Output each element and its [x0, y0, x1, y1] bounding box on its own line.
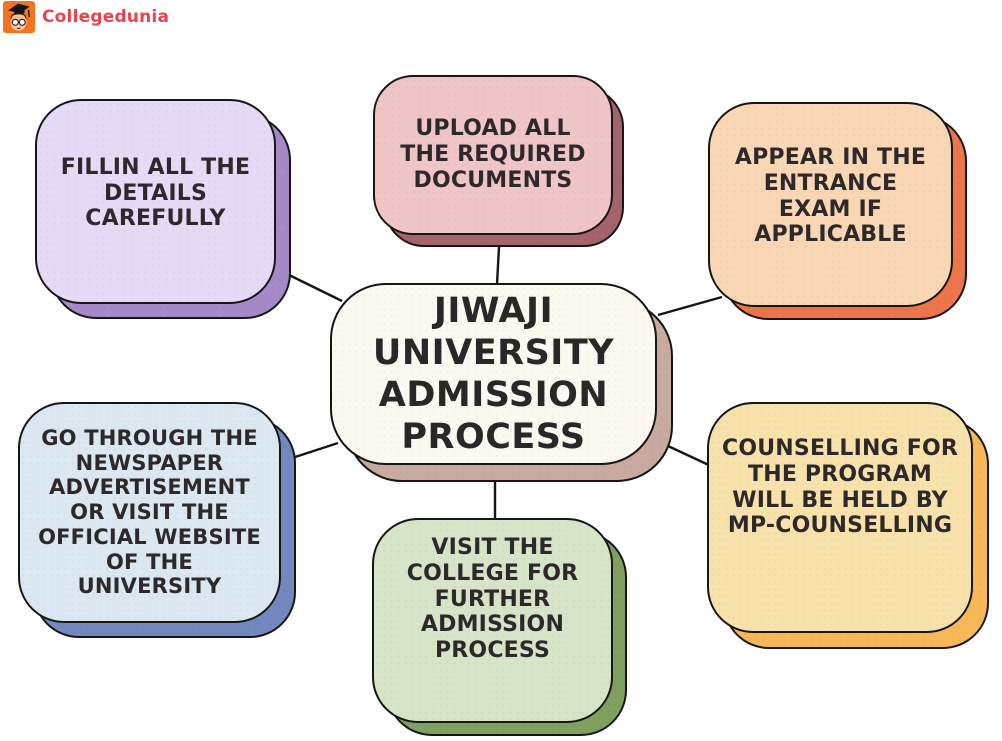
node-label: GO THROUGH THE NEWSPAPER ADVERTISEMENT O…	[38, 425, 261, 599]
node-label: VISIT THE COLLEGE FOR FURTHER ADMISSION …	[406, 534, 579, 664]
diagram-title: JIWAJI UNIVERSITY ADMISSION PROCESS	[372, 291, 615, 457]
connector-entrance-exam	[657, 295, 723, 317]
process-node-fill-details: FILLIN ALL THE DETAILS CAREFULLY	[35, 99, 291, 319]
node-card: FILLIN ALL THE DETAILS CAREFULLY	[35, 99, 276, 304]
process-node-visit-college: VISIT THE COLLEGE FOR FURTHER ADMISSION …	[372, 518, 627, 736]
brand-logo: Collegedunia	[3, 1, 169, 33]
connector-newspaper-website	[288, 441, 339, 461]
node-card: GO THROUGH THE NEWSPAPER ADVERTISEMENT O…	[18, 402, 281, 623]
center-node: JIWAJI UNIVERSITY ADMISSION PROCESS	[330, 283, 673, 482]
node-card: COUNSELLING FOR THE PROGRAM WILL BE HELD…	[707, 402, 973, 633]
brand-name: Collegedunia	[42, 7, 170, 27]
node-card: JIWAJI UNIVERSITY ADMISSION PROCESS	[330, 283, 657, 465]
node-label: UPLOAD ALL THE REQUIRED DOCUMENTS	[400, 116, 586, 193]
node-label: FILLIN ALL THE DETAILS CAREFULLY	[60, 154, 251, 232]
node-label: COUNSELLING FOR THE PROGRAM WILL BE HELD…	[721, 435, 959, 539]
node-card: VISIT THE COLLEGE FOR FURTHER ADMISSION …	[372, 518, 613, 723]
node-card: UPLOAD ALL THE REQUIRED DOCUMENTS	[373, 75, 613, 235]
graduate-student-icon	[3, 1, 35, 33]
node-label: APPEAR IN THE ENTRANCE EXAM IF APPLICABL…	[734, 144, 927, 248]
process-node-newspaper-website: GO THROUGH THE NEWSPAPER ADVERTISEMENT O…	[18, 402, 296, 638]
process-node-upload-documents: UPLOAD ALL THE REQUIRED DOCUMENTS	[373, 75, 624, 247]
connector-fill-details	[286, 272, 343, 303]
node-card: APPEAR IN THE ENTRANCE EXAM IF APPLICABL…	[708, 102, 953, 307]
process-node-entrance-exam: APPEAR IN THE ENTRANCE EXAM IF APPLICABL…	[708, 102, 967, 320]
connector-mp-counselling	[667, 444, 714, 469]
process-node-mp-counselling: COUNSELLING FOR THE PROGRAM WILL BE HELD…	[707, 402, 989, 649]
connector-upload-documents	[495, 246, 501, 285]
